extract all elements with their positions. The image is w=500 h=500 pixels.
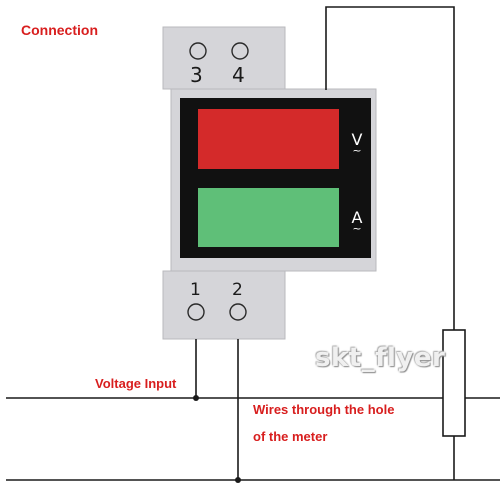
meter-top-block — [162, 26, 286, 90]
current-unit-letter: A — [351, 208, 363, 227]
junction-current — [235, 477, 241, 483]
ac-tilde-icon: ~ — [352, 144, 362, 157]
terminal-1-label: 1 — [190, 280, 201, 300]
ac-tilde-icon: ~ — [352, 222, 362, 235]
current-display — [198, 188, 339, 247]
wires-label-line1: Wires through the hole — [253, 402, 395, 417]
terminal-1-screw — [187, 303, 205, 321]
terminal-3-screw — [189, 42, 207, 60]
current-unit-mark: A ~ — [350, 208, 364, 235]
voltage-input-label: Voltage Input — [95, 376, 177, 391]
terminal-4-label: 4 — [232, 63, 245, 87]
top-wire — [325, 6, 455, 330]
voltage-unit-letter: V — [351, 130, 363, 149]
junction-voltage — [193, 395, 199, 401]
connection-title: Connection — [21, 22, 98, 38]
voltage-unit-mark: V ~ — [350, 130, 364, 157]
meter-bottom-block — [162, 270, 286, 340]
voltage-display — [198, 109, 339, 169]
terminal-3-label: 3 — [190, 63, 203, 87]
watermark: skt_flyer — [315, 343, 446, 373]
resistor — [442, 329, 466, 437]
terminal-4-screw — [231, 42, 249, 60]
wires-label-line2: of the meter — [253, 429, 328, 444]
terminal-2-screw — [229, 303, 247, 321]
terminal-2-label: 2 — [232, 280, 243, 300]
